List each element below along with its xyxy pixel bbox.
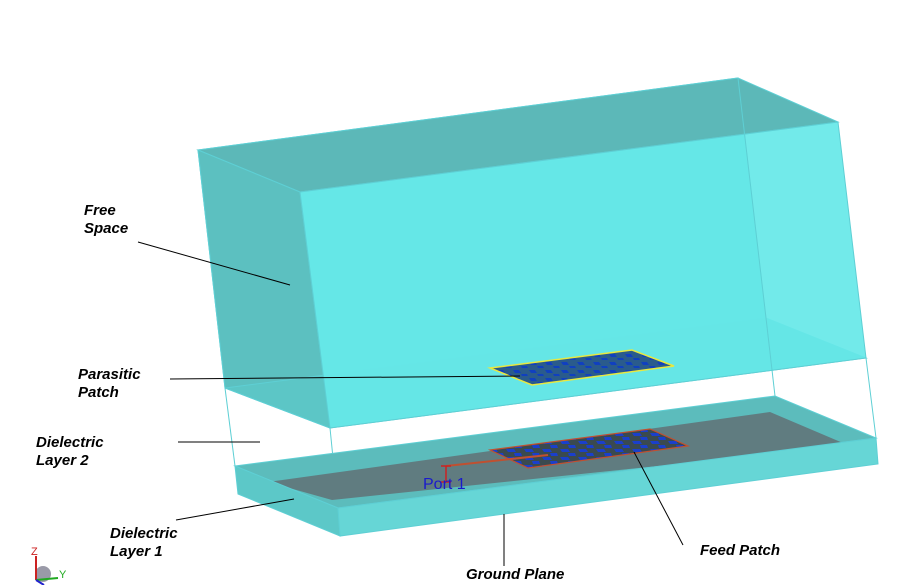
dielectric-layer-2-label-line1: Dielectric bbox=[36, 434, 104, 451]
dielectric-layer-1-leader bbox=[175, 498, 295, 521]
leader-lines bbox=[137, 241, 684, 566]
triad-y-label: Y bbox=[59, 569, 67, 581]
parasitic-patch-label-line1: Parasitic bbox=[78, 366, 141, 383]
feed-patch-shape bbox=[445, 428, 691, 469]
dielectric-front-face bbox=[337, 437, 879, 537]
dielectric-layer-2-label: Dielectric Layer 2 bbox=[36, 434, 104, 470]
parasitic-patch-label: Parasitic Patch bbox=[78, 366, 141, 402]
free-space-label: Free Space bbox=[84, 202, 128, 238]
axis-triad: Z Y bbox=[31, 546, 67, 585]
port-marker bbox=[441, 465, 451, 483]
ground-plane-label: Ground Plane bbox=[466, 566, 565, 583]
dielectric-layer-1-label: Dielectric Layer 1 bbox=[110, 525, 178, 561]
parasitic-patch-label-line2: Patch bbox=[78, 384, 119, 401]
feed-line bbox=[445, 454, 549, 467]
free-space-label-line2: Space bbox=[84, 220, 129, 237]
port-label: Port 1 bbox=[423, 476, 466, 493]
dielectric-layer-1-label-line2: Layer 1 bbox=[110, 543, 163, 560]
dielectric-layer-2-label-line2: Layer 2 bbox=[36, 452, 89, 469]
feed-patch-label: Feed Patch bbox=[700, 542, 781, 559]
free-space-back-edge bbox=[737, 77, 767, 319]
dielectric-layer-1-label-line1: Dielectric bbox=[110, 525, 178, 542]
feed-patch-leader bbox=[633, 451, 684, 546]
free-space-leader bbox=[137, 241, 291, 286]
triad-z-label: Z bbox=[31, 546, 38, 558]
parasitic-patch-shape bbox=[487, 349, 675, 386]
free-space-label-line1: Free bbox=[84, 202, 116, 219]
free-space-box bbox=[196, 77, 868, 429]
parasitic-patch-leader bbox=[169, 375, 521, 380]
